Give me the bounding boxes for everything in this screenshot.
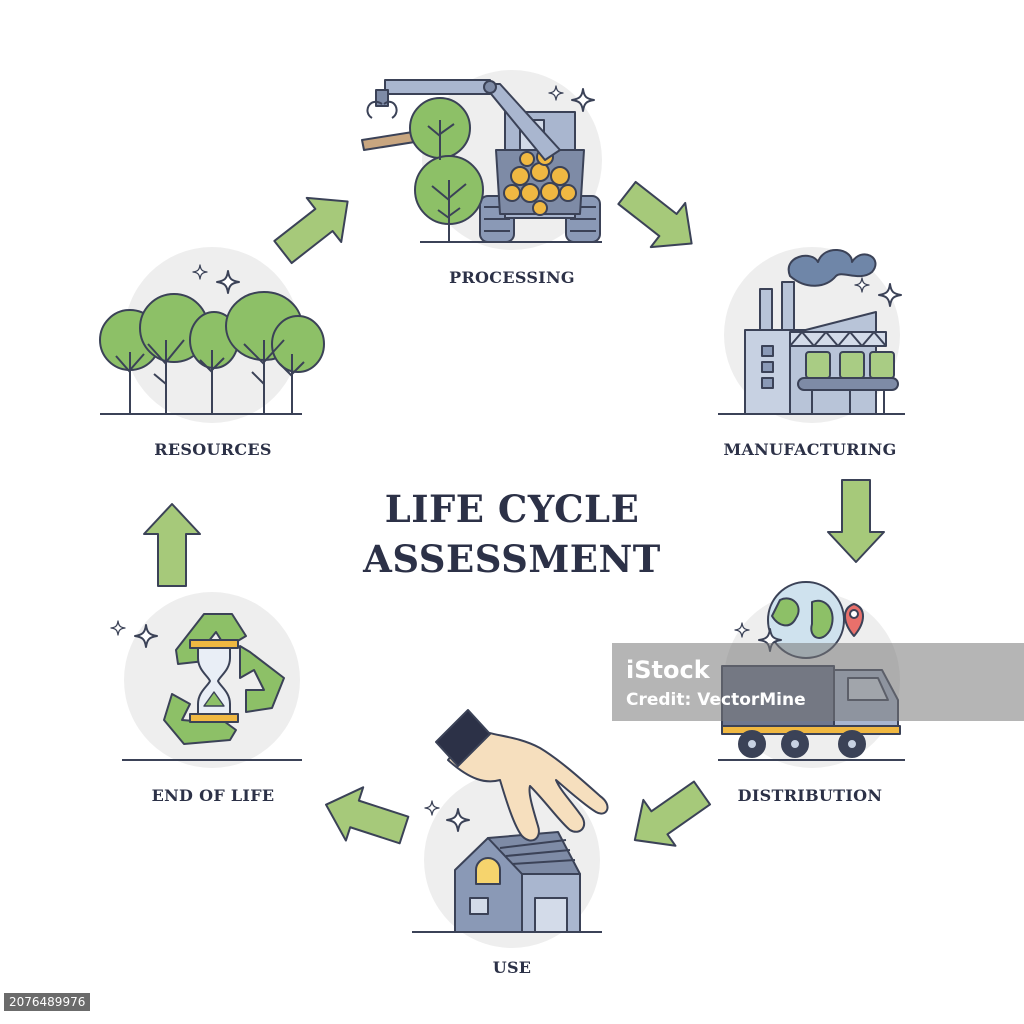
- stock-id: 2076489976: [4, 993, 91, 1011]
- title-line-1: LIFE CYCLE: [384, 487, 640, 531]
- harvester-icon: [361, 79, 601, 243]
- arrow-resources-to-processing: [273, 196, 349, 265]
- label-use: USE: [492, 958, 532, 977]
- recycle-hourglass-icon: [110, 613, 285, 745]
- title-line-2: ASSESSMENT: [363, 537, 661, 581]
- label-processing: PROCESSING: [449, 268, 575, 287]
- forest-icon: [99, 264, 325, 414]
- arrow-manufacturing-to-distribution: [827, 479, 885, 563]
- label-end-of-life: END OF LIFE: [151, 786, 275, 805]
- arrow-distribution-to-use: [633, 780, 712, 847]
- label-manufacturing: MANUFACTURING: [723, 440, 897, 459]
- watermark-band: [612, 643, 1024, 721]
- label-resources: RESOURCES: [154, 440, 272, 459]
- arrow-end-of-life-to-resources: [143, 503, 201, 587]
- arrow-use-to-end-of-life: [325, 786, 410, 845]
- watermark-brand: iStock: [626, 656, 710, 684]
- watermark-credit: Credit: VectorMine: [626, 690, 806, 710]
- cycle-arrows: [143, 180, 885, 847]
- label-distribution: DISTRIBUTION: [737, 786, 883, 805]
- house-icon: [424, 709, 609, 933]
- factory-icon: [744, 249, 903, 415]
- arrow-processing-to-manufacturing: [617, 180, 693, 249]
